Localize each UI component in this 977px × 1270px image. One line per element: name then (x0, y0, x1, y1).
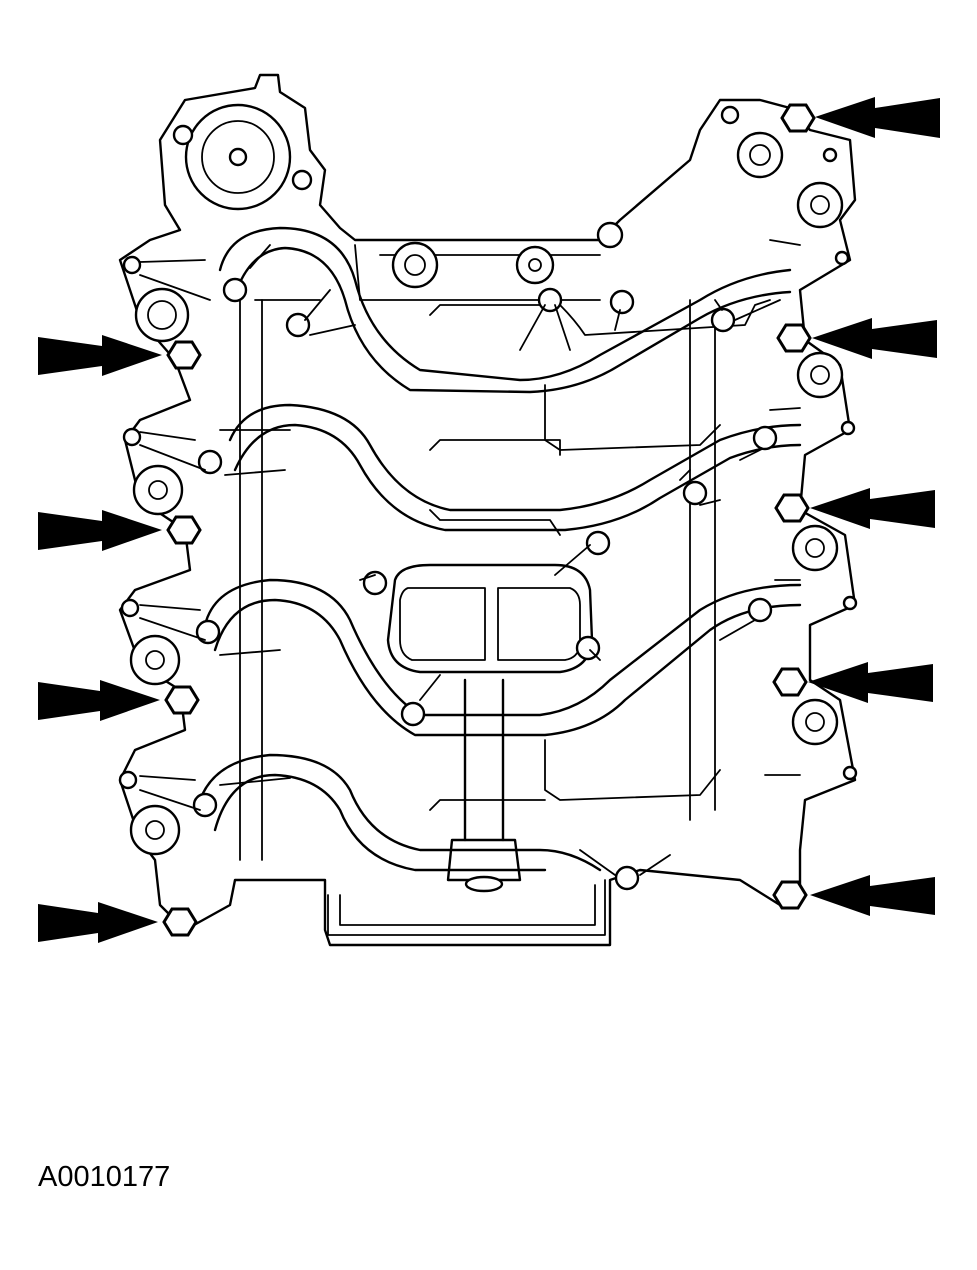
connector-flags (139, 239, 801, 876)
pointer-arrow-icon (38, 902, 158, 943)
hex-bolt-icon (780, 103, 816, 133)
pointer-arrow-icon (810, 488, 935, 529)
hex-bolt-icon (772, 880, 808, 910)
pointer-arrow-icon (38, 510, 162, 551)
hex-bolt-icon (166, 340, 202, 370)
hex-bolt-icon (162, 907, 198, 937)
hex-bolt-icon (776, 323, 812, 353)
pointer-arrow-icon (38, 680, 160, 721)
fuel-rail-clips (192, 277, 778, 891)
pointer-arrow-icon (810, 875, 935, 916)
throttle-body-flange (386, 563, 594, 674)
mounting-bosses (118, 105, 858, 856)
sensor-boss (172, 103, 313, 211)
hex-bolt-icon (164, 685, 200, 715)
vacuum-tube (446, 678, 522, 893)
pointer-arrows (38, 97, 940, 943)
pointer-arrow-icon (815, 97, 940, 138)
pointer-arrow-icon (38, 335, 162, 376)
pointer-arrow-icon (808, 662, 933, 703)
hex-bolt-icon (774, 493, 810, 523)
bolts (162, 103, 816, 937)
hex-bolt-icon (166, 515, 202, 545)
pointer-arrow-icon (812, 318, 937, 359)
figure-code: A0010177 (38, 1161, 171, 1193)
hex-bolt-icon (772, 667, 808, 697)
